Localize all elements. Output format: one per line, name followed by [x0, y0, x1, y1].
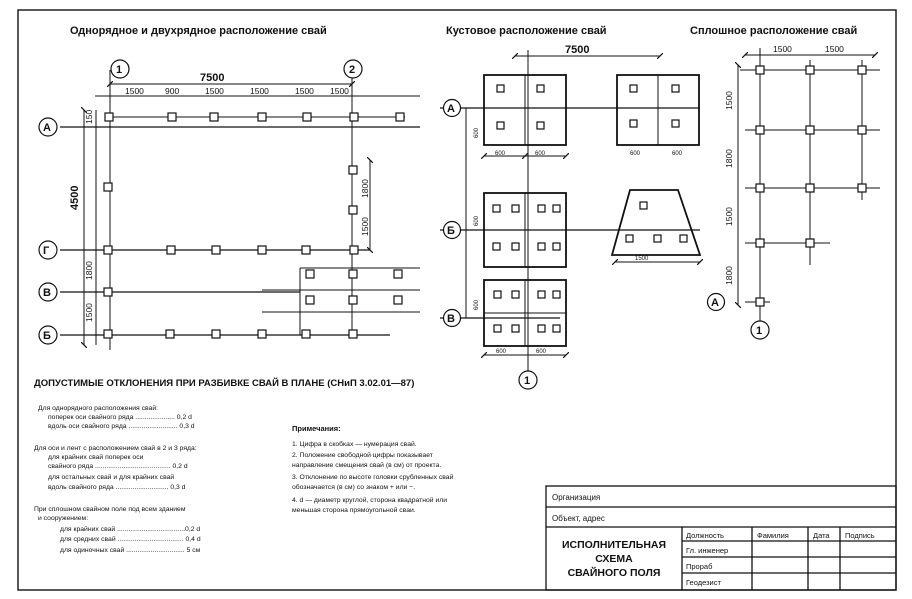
- svg-text:и сооружением:: и сооружением:: [38, 515, 88, 522]
- svg-text:1500: 1500: [84, 303, 94, 322]
- title-solid: Сплошное расположение свай: [690, 25, 857, 37]
- svg-text:меньшая сторона прямоугольной: меньшая сторона прямоугольной сваи.: [292, 506, 416, 514]
- svg-text:1. Цифра в скобках — нумерация: 1. Цифра в скобках — нумерация свай.: [292, 440, 417, 448]
- axis-markers-solid: А 1: [706, 292, 770, 340]
- svg-text:Гл. инженер: Гл. инженер: [686, 546, 728, 555]
- svg-text:1500: 1500: [205, 86, 224, 96]
- svg-text:свайного ряда ................: свайного ряда ..........................…: [48, 462, 188, 470]
- svg-text:А: А: [711, 297, 719, 309]
- svg-text:вдоль оси свайного ряда ......: вдоль оси свайного ряда ................…: [48, 422, 195, 430]
- svg-text:Должность: Должность: [686, 531, 724, 540]
- svg-text:1500: 1500: [773, 44, 792, 54]
- title-block: [545, 485, 897, 591]
- svg-text:1: 1: [524, 375, 530, 387]
- piles-solid: [755, 65, 867, 307]
- notes-list: 1. Цифра в скобках — нумерация свай. 2. …: [292, 440, 454, 514]
- svg-text:Дата: Дата: [813, 531, 830, 540]
- svg-text:1500: 1500: [360, 217, 370, 236]
- stamp-title-line-2: СХЕМА: [595, 553, 633, 565]
- svg-text:7500: 7500: [565, 44, 589, 56]
- stamp-title-line-3: СВАЙНОГО ПОЛЯ: [568, 566, 661, 579]
- svg-text:При сплошном свайном поле под: При сплошном свайном поле под всем здани…: [34, 505, 186, 513]
- svg-text:для одиночных свай ...........: для одиночных свай .....................…: [60, 546, 201, 554]
- svg-text:Для оси и лент с расположением: Для оси и лент с расположением свай в 2 …: [34, 444, 197, 452]
- svg-text:Геодезист: Геодезист: [686, 578, 721, 587]
- dims-cluster: 7500 600 600 600 600 600 600 1500 600 60…: [474, 44, 683, 355]
- svg-text:Фамилия: Фамилия: [757, 531, 789, 540]
- svg-text:600: 600: [536, 349, 547, 355]
- piles-cluster: [492, 84, 688, 333]
- axis-markers-cluster: А Б В 1: [442, 98, 538, 390]
- svg-text:направление смещения свай (в с: направление смещения свай (в см) от прое…: [292, 461, 441, 469]
- dims-solid: 1500 1500 1500 1800 1500 1800: [724, 44, 844, 285]
- stamp-title-line-1: ИСПОЛНИТЕЛЬНАЯ: [562, 539, 666, 551]
- svg-text:Для однорядного расположения с: Для однорядного расположения свай:: [38, 404, 158, 412]
- svg-text:4500: 4500: [69, 186, 81, 210]
- svg-text:обозначается (в см) со знаком: обозначается (в см) со знаком + или −.: [292, 483, 415, 491]
- svg-text:900: 900: [165, 86, 179, 96]
- svg-text:для крайних свай .............: для крайних свай .......................…: [60, 525, 200, 533]
- svg-text:3. Отклонение по высоте головк: 3. Отклонение по высоте головки срубленн…: [292, 473, 454, 481]
- tolerances-list: Для однорядного расположения свай: попер…: [34, 404, 201, 554]
- svg-text:Б: Б: [447, 225, 455, 237]
- sheet-frame: [17, 9, 897, 591]
- svg-text:2. Положение свободной цифры п: 2. Положение свободной цифры показывает: [292, 451, 433, 459]
- stamp-headers: Должность Фамилия Дата Подпись: [686, 531, 875, 540]
- stamp-organization: Организация: [552, 493, 600, 502]
- svg-text:7500: 7500: [200, 72, 224, 84]
- svg-text:Г: Г: [43, 245, 50, 257]
- svg-text:1800: 1800: [360, 179, 370, 198]
- svg-text:вдоль свайного ряда ..........: вдоль свайного ряда ....................…: [48, 483, 186, 491]
- svg-text:поперек оси свайного ряда ....: поперек оси свайного ряда ..............…: [48, 413, 192, 421]
- svg-text:1500: 1500: [250, 86, 269, 96]
- svg-text:600: 600: [474, 215, 480, 226]
- svg-text:1500: 1500: [724, 91, 734, 110]
- svg-text:2: 2: [349, 64, 355, 76]
- svg-text:600: 600: [535, 151, 546, 157]
- notes-heading: Примечания:: [292, 424, 341, 433]
- svg-text:В: В: [43, 287, 51, 299]
- svg-text:1500: 1500: [825, 44, 844, 54]
- piles-left: [103, 112, 405, 339]
- svg-text:600: 600: [495, 151, 506, 157]
- svg-text:А: А: [447, 103, 455, 115]
- svg-text:1800: 1800: [84, 261, 94, 280]
- svg-text:4. d — диаметр круглой, сторон: 4. d — диаметр круглой, сторона квадратн…: [292, 496, 447, 504]
- svg-text:1: 1: [116, 64, 122, 76]
- svg-text:1500: 1500: [295, 86, 314, 96]
- stamp-roles: Гл. инженер Прораб Геодезист: [686, 546, 728, 587]
- svg-text:600: 600: [672, 151, 683, 157]
- plan-single-double: [60, 70, 420, 350]
- svg-text:Б: Б: [43, 330, 51, 342]
- svg-text:600: 600: [474, 299, 480, 310]
- svg-text:для крайних свай поперек оси: для крайних свай поперек оси: [48, 453, 144, 461]
- svg-text:В: В: [447, 313, 455, 325]
- svg-text:1500: 1500: [125, 86, 144, 96]
- svg-text:1800: 1800: [724, 266, 734, 285]
- svg-text:А: А: [43, 122, 51, 134]
- svg-text:600: 600: [630, 151, 641, 157]
- plan-cluster: [440, 50, 700, 375]
- svg-text:1500: 1500: [724, 207, 734, 226]
- axis-markers-left: 1 2 А Г В Б: [38, 59, 363, 345]
- dims-left: 7500 1500 900 1500 1500 1500 1500 4500 1…: [69, 72, 370, 322]
- title-single-double: Однорядное и двухрядное расположение сва…: [70, 25, 327, 37]
- svg-text:150: 150: [84, 110, 94, 124]
- svg-text:Подпись: Подпись: [845, 531, 875, 540]
- svg-text:для средних свай .............: для средних свай .......................…: [60, 535, 201, 543]
- svg-text:600: 600: [496, 349, 507, 355]
- title-cluster: Кустовое расположение свай: [446, 25, 607, 37]
- svg-text:1500: 1500: [330, 86, 349, 96]
- stamp-object: Объект, адрес: [552, 514, 605, 523]
- svg-text:для остальных свай и для крайн: для остальных свай и для крайних свай: [48, 473, 174, 481]
- svg-text:1800: 1800: [724, 149, 734, 168]
- svg-text:600: 600: [474, 127, 480, 138]
- svg-text:1: 1: [756, 325, 762, 337]
- svg-text:Прораб: Прораб: [686, 562, 712, 571]
- svg-text:1500: 1500: [635, 256, 649, 262]
- tolerances-heading: ДОПУСТИМЫЕ ОТКЛОНЕНИЯ ПРИ РАЗБИВКЕ СВАЙ …: [34, 377, 414, 389]
